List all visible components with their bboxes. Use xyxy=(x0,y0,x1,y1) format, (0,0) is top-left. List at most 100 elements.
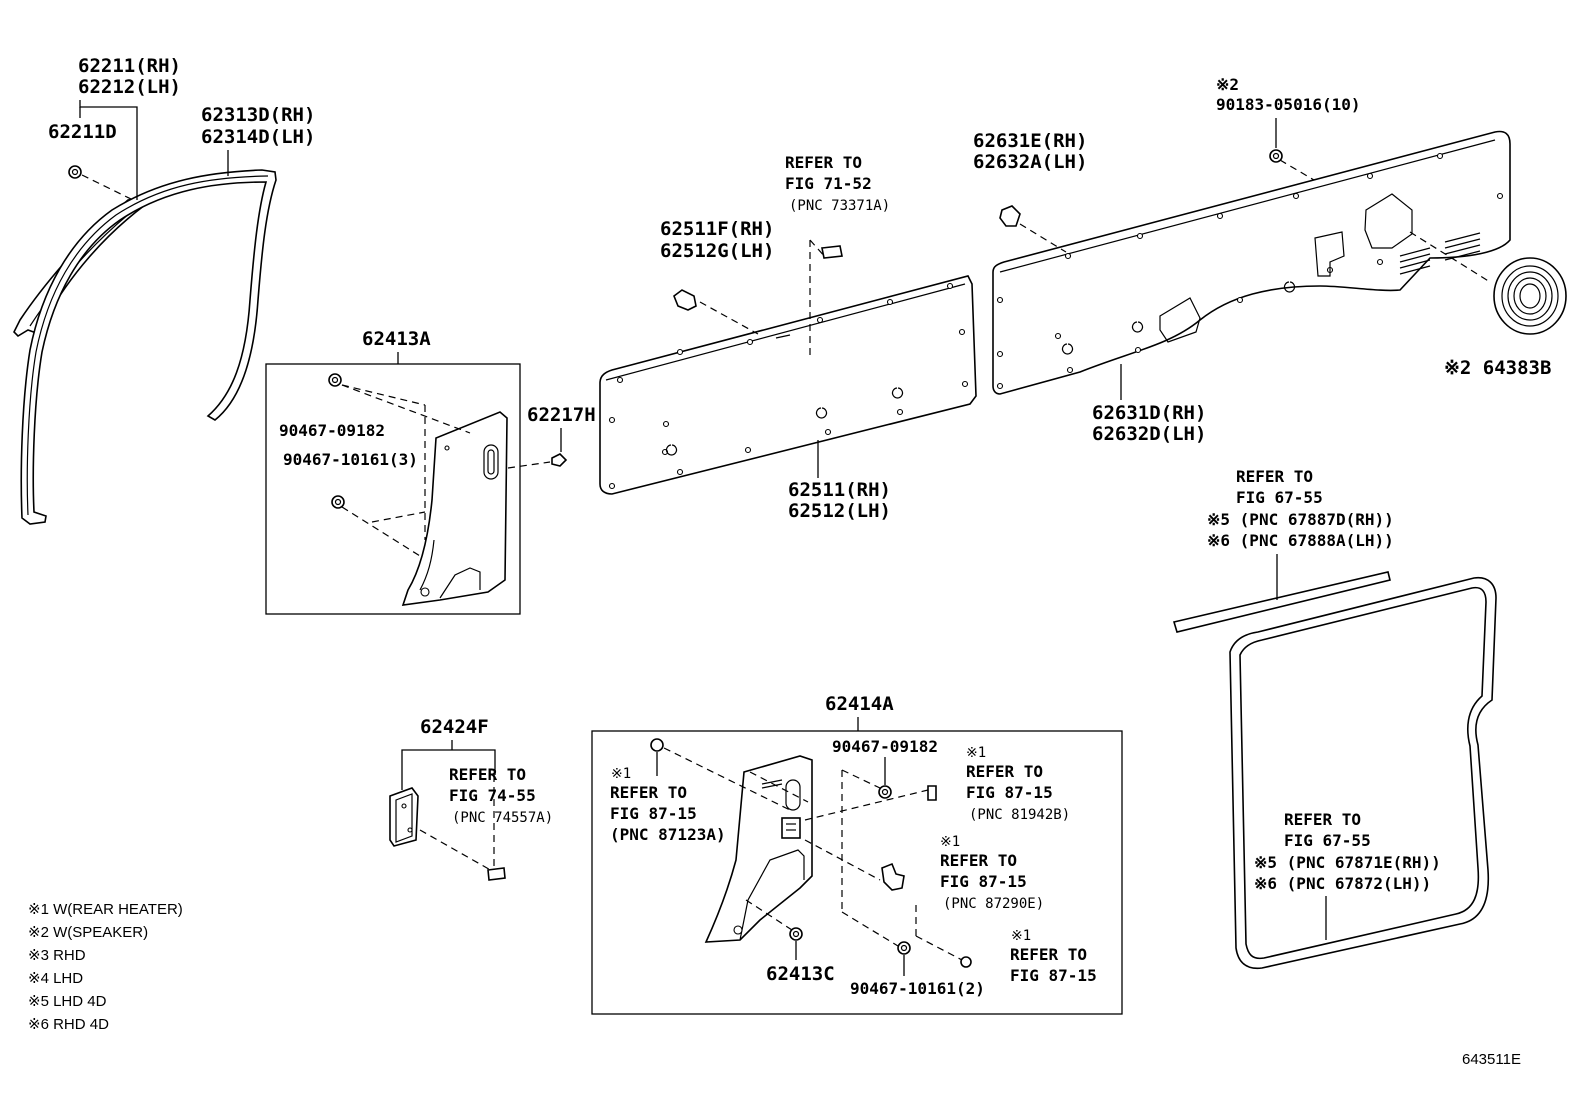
svg-text:※1: ※1 xyxy=(966,745,986,761)
speaker-vents xyxy=(1399,232,1481,275)
legend-item-2: ※2 W(SPEAKER) xyxy=(28,924,148,941)
ref-87-15-d: ※1 REFER TO FIG 87-15 xyxy=(1010,928,1097,985)
label-62413c: 62413C xyxy=(766,963,835,985)
clip-73371a-icon xyxy=(821,245,843,259)
label-62313d: 62313D(RH) xyxy=(201,104,315,126)
label-62511f: 62511F(RH) xyxy=(660,218,774,240)
clip-62211d-icon xyxy=(68,165,82,179)
ref-87-15-a: ※1 REFER TO FIG 87-15 (PNC 87123A) xyxy=(610,766,726,844)
clip-90467-09182-b-icon xyxy=(878,785,892,799)
label-62512g: 62512G(LH) xyxy=(660,240,774,262)
svg-text:FIG 87-15: FIG 87-15 xyxy=(966,783,1053,802)
label-62314d: 62314D(LH) xyxy=(201,126,315,148)
group-weatherstrips: REFER TO FIG 67-55 ※5 (PNC 67887D(RH)) ※… xyxy=(1172,467,1497,970)
label-62211d: 62211D xyxy=(48,121,117,143)
svg-text:REFER TO: REFER TO xyxy=(449,765,526,784)
quarter-trim-lower-part xyxy=(704,755,813,943)
ref-87-15-c: ※1 REFER TO FIG 87-15 (PNC 87290E) xyxy=(940,834,1044,912)
pillar-garnish-part xyxy=(13,196,150,338)
svg-text:※1: ※1 xyxy=(940,834,960,850)
clip-62413c-icon xyxy=(789,927,803,941)
connector-81942b-icon xyxy=(927,785,937,801)
label-90183: 90183-05016(10) xyxy=(1216,95,1361,114)
svg-text:FIG 71-52: FIG 71-52 xyxy=(785,174,872,193)
label-62632d: 62632D(LH) xyxy=(1092,423,1206,445)
svg-text:FIG 74-55: FIG 74-55 xyxy=(449,786,536,805)
label-62631e: 62631E(RH) xyxy=(973,130,1087,152)
svg-text:REFER TO: REFER TO xyxy=(940,851,1017,870)
box-62413a xyxy=(265,363,521,615)
legend-item-3: ※3 RHD xyxy=(28,947,86,964)
clip-90467-10161-2-icon xyxy=(897,941,911,955)
group-62414a: 62414A xyxy=(591,693,1123,1015)
label-64383b: ※2 64383B xyxy=(1444,357,1551,379)
diagram-id: 643511E xyxy=(1462,1051,1521,1068)
clip-62217h-icon xyxy=(551,453,568,467)
box-62414a xyxy=(591,730,1123,1015)
door-opening-trim-part xyxy=(20,169,277,525)
svg-text:※6 (PNC 67872(LH)): ※6 (PNC 67872(LH)) xyxy=(1254,874,1431,893)
svg-text:(PNC 73371A): (PNC 73371A) xyxy=(789,198,890,214)
label-90467-09182-b: 90467-09182 xyxy=(832,737,938,756)
panel-62631d-holes xyxy=(996,152,1504,390)
legend-item-6: ※6 RHD 4D xyxy=(28,1016,109,1033)
group-62631d: 62631E(RH) 62632A(LH) 62631D(RH) 62632D(… xyxy=(973,75,1567,445)
svg-text:REFER TO: REFER TO xyxy=(785,153,862,172)
label-90467-10161-2: 90467-10161(2) xyxy=(850,979,985,998)
svg-text:※5 (PNC 67887D(RH)): ※5 (PNC 67887D(RH)) xyxy=(1207,510,1394,529)
label-90467-09182-a: 90467-09182 xyxy=(279,421,385,440)
group-62424f: 62424F REFER TO FIG 74-55 (PNC 74557A) xyxy=(389,716,553,881)
svg-text:※6 (PNC 67888A(LH)): ※6 (PNC 67888A(LH)) xyxy=(1207,531,1394,550)
ref-74-55: REFER TO FIG 74-55 (PNC 74557A) xyxy=(449,765,553,826)
label-62632a: 62632A(LH) xyxy=(973,151,1087,173)
svg-text:(PNC 87290E): (PNC 87290E) xyxy=(943,896,1044,912)
group-62413a: 62413A 90467-09182 90467-10161(3) 62217H xyxy=(265,328,596,615)
legend-item-1: ※1 W(REAR HEATER) xyxy=(28,901,183,918)
quarter-trim-upper-part xyxy=(401,411,508,606)
label-62414a: 62414A xyxy=(825,693,894,715)
clip-90467-09182-icon xyxy=(328,373,342,387)
label-62211rh: 62211(RH) xyxy=(78,55,181,77)
svg-text:FIG 67-55: FIG 67-55 xyxy=(1284,831,1371,850)
label-note2-top: ※2 xyxy=(1216,75,1239,94)
clip-90183-icon xyxy=(1269,149,1283,163)
group-62511: 62511F(RH) 62512G(LH) 62511(RH) 62512(LH… xyxy=(599,153,977,522)
clip-62511f-icon xyxy=(673,289,697,311)
svg-text:※5 (PNC 67871E(RH)): ※5 (PNC 67871E(RH)) xyxy=(1254,853,1441,872)
quarter-panel-62511-part xyxy=(599,275,977,495)
svg-text:※1: ※1 xyxy=(1011,928,1031,944)
svg-text:REFER TO: REFER TO xyxy=(1284,810,1361,829)
label-62512lh: 62512(LH) xyxy=(788,500,891,522)
weatherstrip-upper-part xyxy=(1172,571,1391,633)
clip-87-15-d-icon xyxy=(960,956,972,968)
speaker-grille-64383b-part xyxy=(1493,257,1567,335)
clip-90467-10161-icon xyxy=(331,495,345,509)
clip-62631e-icon xyxy=(999,205,1021,227)
svg-text:REFER TO: REFER TO xyxy=(1236,467,1313,486)
svg-text:REFER TO: REFER TO xyxy=(966,762,1043,781)
connector-87290e-icon xyxy=(881,862,905,891)
panel-62511-holes xyxy=(608,282,969,490)
label-62413a: 62413A xyxy=(362,328,431,350)
pillar-garnish-group: 62211(RH) 62212(LH) 62211D 62313D(RH) 62… xyxy=(13,55,315,525)
svg-text:REFER TO: REFER TO xyxy=(1010,945,1087,964)
ref-67-55-bottom: REFER TO FIG 67-55 ※5 (PNC 67871E(RH)) ※… xyxy=(1254,810,1441,893)
svg-text:REFER TO: REFER TO xyxy=(610,783,687,802)
svg-text:FIG 67-55: FIG 67-55 xyxy=(1236,488,1323,507)
quarter-panel-62631d-part xyxy=(992,130,1511,395)
ref-67-55-top: REFER TO FIG 67-55 ※5 (PNC 67887D(RH)) ※… xyxy=(1207,467,1394,550)
label-62511rh: 62511(RH) xyxy=(788,479,891,501)
svg-text:FIG 87-15: FIG 87-15 xyxy=(940,872,1027,891)
clip-87123a-icon xyxy=(650,738,664,752)
label-62631d: 62631D(RH) xyxy=(1092,402,1206,424)
legend-item-5: ※5 LHD 4D xyxy=(28,993,107,1010)
svg-text:(PNC 81942B): (PNC 81942B) xyxy=(969,807,1070,823)
clip-74557a-icon xyxy=(487,867,506,881)
svg-text:※1: ※1 xyxy=(611,766,631,782)
label-62424f: 62424F xyxy=(420,716,489,738)
legend-item-4: ※4 LHD xyxy=(28,970,83,987)
label-90467-10161-3: 90467-10161(3) xyxy=(283,450,418,469)
svg-text:(PNC 87123A): (PNC 87123A) xyxy=(610,825,726,844)
legend: ※1 W(REAR HEATER) ※2 W(SPEAKER) ※3 RHD ※… xyxy=(28,901,183,1033)
